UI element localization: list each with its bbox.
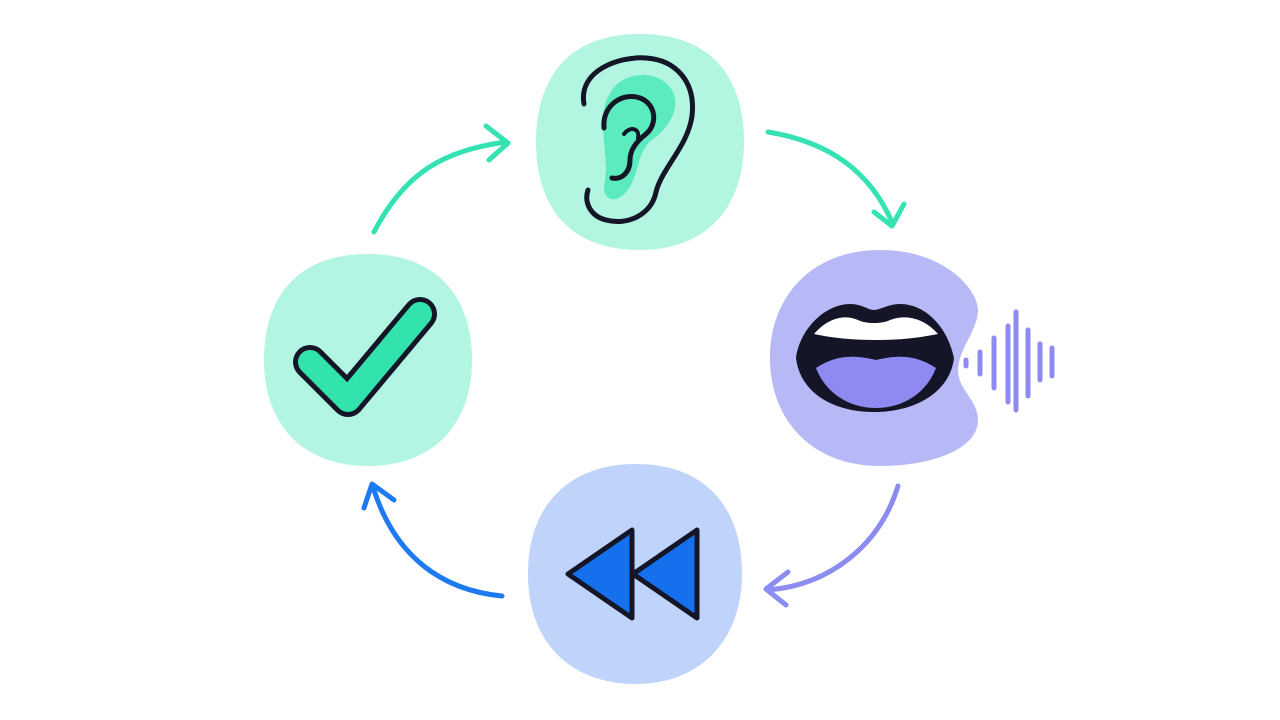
- arrow-speak-to-rewind: [763, 483, 901, 608]
- arrow-confirm-to-listen: [371, 123, 511, 235]
- arrow-rewind-to-confirm: [361, 481, 505, 599]
- checkmark-icon: [293, 297, 437, 417]
- node-rewind: [528, 464, 742, 684]
- ear-icon: [581, 55, 695, 224]
- sound-wave-icon: [963, 309, 1055, 413]
- rewind-icon: [565, 527, 700, 621]
- node-speak: [770, 250, 1055, 466]
- arrow-listen-to-speak: [765, 129, 907, 229]
- node-confirm: [264, 254, 472, 466]
- speaking-mouth-icon: [796, 304, 954, 412]
- node-listen: [536, 34, 744, 250]
